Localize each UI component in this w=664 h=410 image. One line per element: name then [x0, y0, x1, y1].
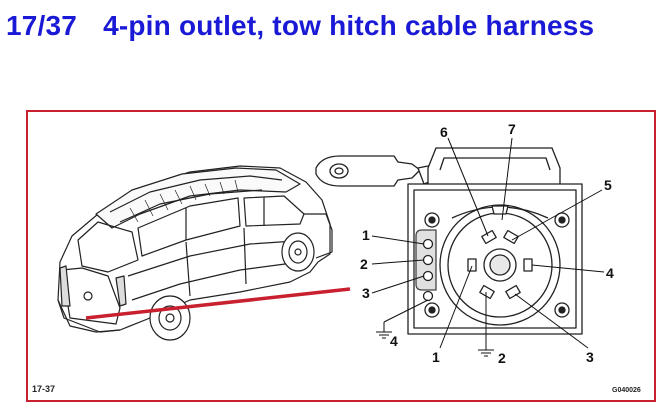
- title-number: 17/37: [6, 10, 78, 41]
- label-socket-3: 3: [586, 349, 594, 365]
- diagram-frame: [26, 110, 656, 402]
- label-socket-5: 5: [604, 177, 612, 193]
- label-left-1: 1: [362, 227, 370, 243]
- label-group: 1 2 3 4 6 7 5 4 3 2 1: [360, 121, 614, 366]
- pointer-line: [85, 287, 351, 320]
- title-text: 4-pin outlet, tow hitch cable harness: [103, 10, 595, 41]
- label-socket-4: 4: [606, 265, 614, 281]
- leader-lines: [371, 137, 605, 357]
- label-socket-2: 2: [498, 350, 506, 366]
- figure-code-left: 17-37: [32, 384, 56, 394]
- label-socket-6: 6: [440, 124, 448, 140]
- label-left-4: 4: [390, 333, 398, 349]
- figure-code-right: G040026: [612, 387, 641, 394]
- label-socket-1: 1: [432, 349, 440, 365]
- label-left-3: 3: [362, 285, 370, 301]
- page-title: 17/37 4-pin outlet, tow hitch cable harne…: [6, 10, 594, 42]
- socket-illustration: [315, 147, 583, 335]
- label-left-2: 2: [360, 256, 368, 272]
- car-illustration: [57, 165, 333, 341]
- label-socket-7: 7: [508, 121, 516, 137]
